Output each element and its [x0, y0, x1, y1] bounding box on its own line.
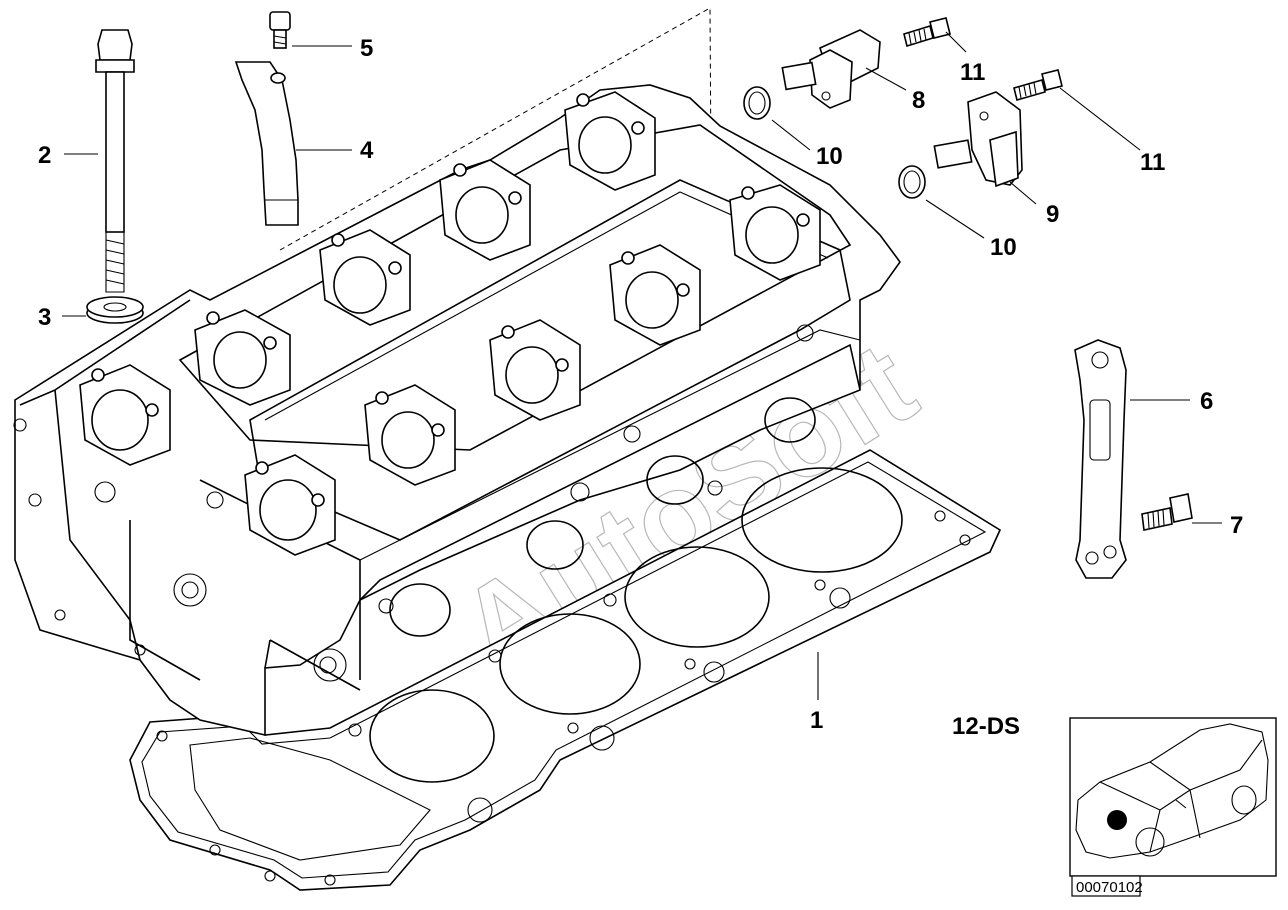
callout-11-a: 11 [960, 59, 985, 86]
callout-8: 8 [912, 87, 925, 114]
washer [86, 296, 144, 324]
head-gasket [129, 449, 1002, 891]
callout-10-b: 10 [990, 234, 1017, 261]
car-outline-icon [1075, 723, 1269, 859]
callout-11-b: 11 [1140, 149, 1165, 176]
bolt-11a [903, 17, 951, 48]
callout-6: 6 [1200, 388, 1213, 415]
cylinder-head [13, 84, 901, 737]
seal-ring-a [743, 86, 771, 120]
sensor-8 [781, 29, 881, 109]
callout-7: 7 [1230, 512, 1243, 539]
bearing-caps-front [79, 244, 701, 556]
callout-1: 1 [810, 707, 823, 734]
callout-3: 3 [38, 304, 51, 331]
callout-4: 4 [360, 137, 374, 164]
seal-ring-b [898, 165, 926, 199]
location-marker [1107, 810, 1127, 830]
leader-lines [62, 31, 1222, 700]
callout-2: 2 [38, 142, 51, 169]
screw-5 [269, 11, 291, 49]
callout-10-a: 10 [816, 143, 843, 170]
head-bolt [95, 29, 135, 293]
callout-9: 9 [1046, 201, 1059, 228]
bracket [1074, 339, 1127, 579]
callout-5: 5 [360, 35, 373, 62]
cap-bolts [91, 93, 810, 507]
bearing-caps-back [194, 91, 821, 406]
document-id-box: 00070102 [1071, 875, 1143, 897]
callouts: 1 2 3 4 5 6 7 8 9 10 10 11 11 [38, 35, 1243, 734]
sensor-9 [933, 91, 1023, 188]
bolt-7 [1141, 493, 1193, 531]
document-id: 00070102 [1076, 879, 1143, 896]
bolt-11b [1013, 69, 1063, 101]
section-label: 12-DS [952, 713, 1020, 740]
vehicle-locator-inset [1069, 717, 1277, 877]
oil-pipe [234, 61, 299, 226]
